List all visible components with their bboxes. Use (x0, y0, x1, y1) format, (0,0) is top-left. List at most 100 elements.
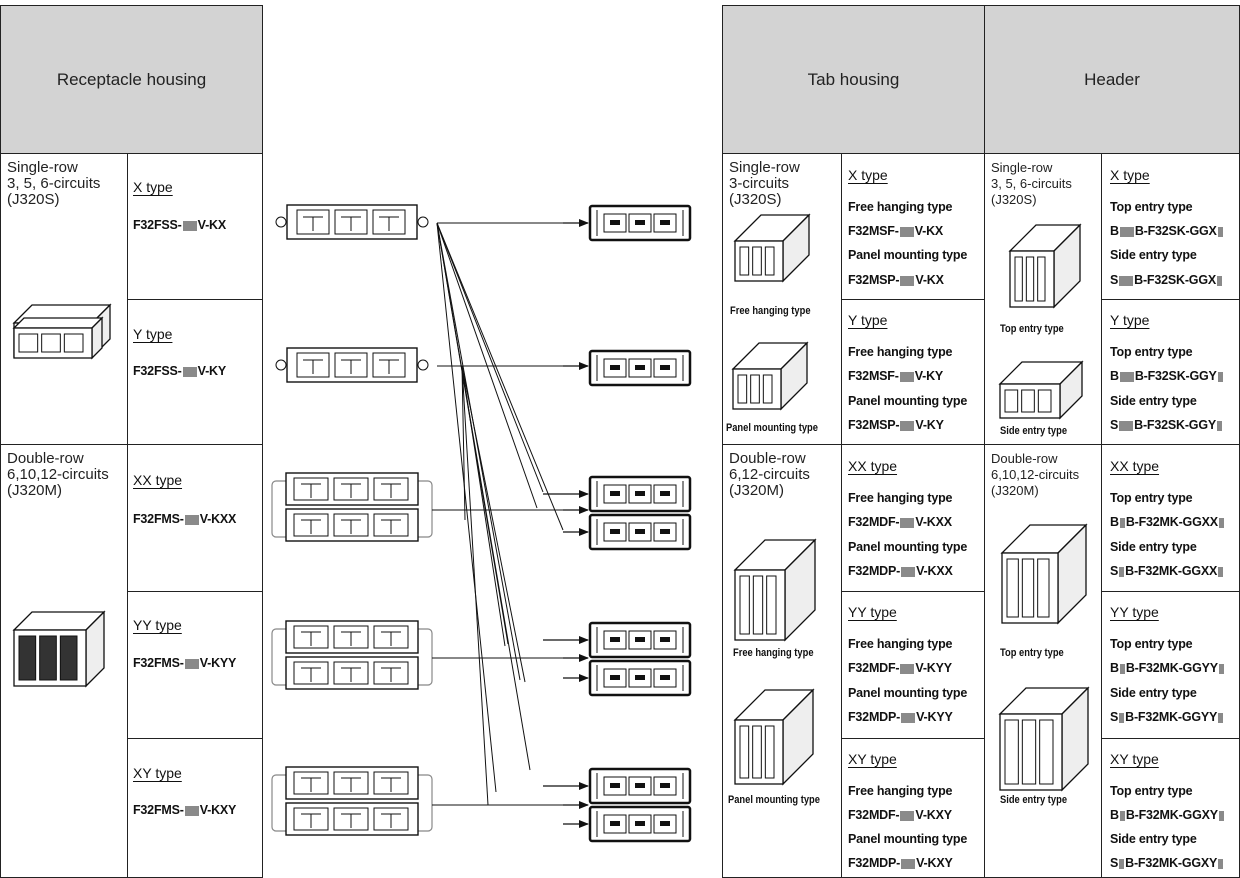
tab-panel-label: Panel mounting type (848, 832, 968, 846)
tab-free-label: Free hanging type (848, 200, 953, 214)
tab-type-row (841, 153, 985, 300)
tab-xx-lower-drawing (588, 513, 692, 551)
tab-free-label: Free hanging type (848, 345, 953, 359)
tab-xy-upper-drawing (588, 767, 692, 805)
tab-double-panel-mounting-image (733, 688, 815, 786)
placeholder-box (1218, 566, 1224, 577)
header-side-label: Side entry type (1110, 540, 1197, 554)
receptacle-double-row-label: Double-row 6,10,12-circuits (J320M) (7, 450, 109, 499)
tab-x-drawing (588, 204, 692, 242)
tab-caption-free-hanging: Free hanging type (730, 305, 811, 317)
tab-panel-mounting-image (731, 341, 809, 411)
receptacle-single-row-image-body (12, 316, 104, 360)
receptacle-xx-drawing (271, 472, 433, 542)
placeholder-box (1119, 371, 1134, 382)
header-top-label: Top entry type (1110, 491, 1193, 505)
tab-yy-lower-drawing (588, 659, 692, 697)
placeholder-box (900, 275, 915, 286)
connection-line (436, 222, 544, 493)
placeholder-box (900, 517, 915, 528)
tab-xx-upper-drawing (588, 475, 692, 513)
tab-free-part: F32MSF-V-KX (848, 224, 944, 238)
connection-line (436, 222, 564, 531)
tab-panel-part: F32MSP-V-KY (848, 418, 944, 432)
tab-free-part: F32MDF-V-KXY (848, 808, 952, 822)
tab-double-free-hanging-image (733, 538, 817, 642)
header-caption-side-entry: Side entry type (1000, 425, 1068, 437)
receptacle-single-row-cell: Single-row 3, 5, 6-circuits (J320S) (0, 153, 128, 445)
receptacle-type-label: YY type (133, 617, 182, 633)
tab-panel-label: Panel mounting type (848, 248, 968, 262)
tab-type-label: XX type (848, 458, 898, 474)
receptacle-y-drawing (275, 347, 429, 383)
placeholder-box (901, 858, 916, 869)
header-side-entry-image (998, 360, 1084, 420)
tab-housing-header: Tab housing (722, 5, 985, 154)
tab-free-part: F32MDF-V-KYY (848, 661, 952, 675)
header-type-label: YY type (1110, 604, 1159, 620)
tab-caption-free-hanging: Free hanging type (733, 647, 814, 659)
placeholder-box (900, 420, 915, 431)
header-top-label: Top entry type (1110, 784, 1193, 798)
placeholder-box (900, 810, 915, 821)
connection-line (436, 222, 531, 771)
connection-line (436, 222, 497, 793)
tab-type-label: Y type (848, 312, 888, 328)
tab-free-part: F32MSF-V-KY (848, 369, 944, 383)
placeholder-box (182, 366, 197, 377)
placeholder-box (899, 226, 914, 237)
header-type-label: Y type (1110, 312, 1150, 328)
receptacle-part-number: F32FMS-V-KXX (133, 512, 237, 526)
header-top-label: Top entry type (1110, 200, 1193, 214)
header-top-entry-image (1008, 223, 1082, 309)
tab-type-row (841, 738, 985, 878)
tab-panel-label: Panel mounting type (848, 686, 968, 700)
receptacle-type-label: XY type (133, 765, 182, 781)
tab-type-label: YY type (848, 604, 897, 620)
header-double-top-entry-image (1000, 523, 1088, 625)
placeholder-box (1217, 226, 1223, 237)
tab-free-label: Free hanging type (848, 637, 953, 651)
placeholder-box (1218, 810, 1224, 821)
receptacle-type-label: X type (133, 179, 173, 195)
placeholder-box (1218, 858, 1224, 869)
tab-panel-part: F32MDP-V-KXX (848, 564, 953, 578)
receptacle-yy-drawing (271, 620, 433, 690)
tab-free-label: Free hanging type (848, 491, 953, 505)
header-caption-side-entry: Side entry type (1000, 794, 1068, 806)
placeholder-box (1119, 517, 1125, 528)
header-caption-top-entry: Top entry type (1000, 323, 1064, 335)
tab-caption-panel-mounting: Panel mounting type (728, 794, 820, 806)
tab-panel-part: F32MDP-V-KXY (848, 856, 953, 870)
placeholder-box (1218, 517, 1224, 528)
receptacle-header: Receptacle housing (0, 5, 263, 154)
receptacle-single-row-label: Single-row 3, 5, 6-circuits (J320S) (7, 159, 101, 208)
receptacle-type-label: Y type (133, 326, 173, 342)
header-single-row-label: Single-row 3, 5, 6-circuits (J320S) (991, 160, 1072, 207)
connection-line (461, 365, 526, 683)
connection-line (461, 365, 466, 521)
placeholder-box (182, 220, 197, 231)
placeholder-box (1119, 858, 1125, 869)
header-top-label: Top entry type (1110, 637, 1193, 651)
placeholder-box (1217, 371, 1223, 382)
placeholder-box (1218, 663, 1224, 674)
header-double-side-entry-image (998, 686, 1090, 792)
tab-type-label: XY type (848, 751, 897, 767)
receptacle-part-number: F32FSS-V-KX (133, 218, 226, 232)
tab-caption-panel-mounting: Panel mounting type (726, 422, 818, 434)
header-double-row-label: Double-row 6,10,12-circuits (J320M) (991, 451, 1080, 498)
placeholder-box (1119, 275, 1134, 286)
receptacle-part-number: F32FSS-V-KY (133, 364, 226, 378)
tab-housing-header-label: Tab housing (807, 69, 900, 89)
header-section-header: Header (984, 5, 1240, 154)
